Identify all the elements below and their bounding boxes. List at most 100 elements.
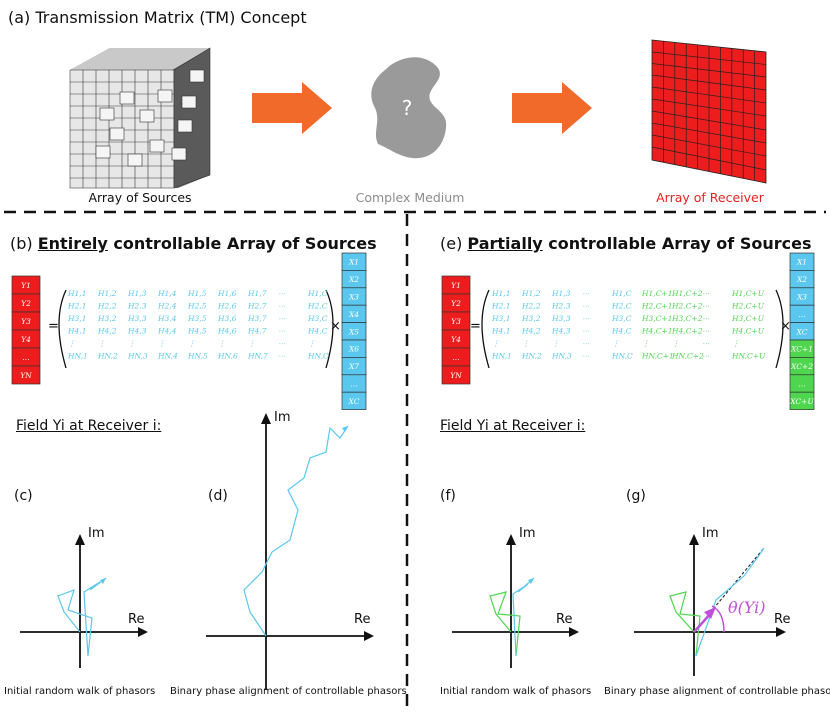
matrix-entry: ⋯ [582,314,590,323]
panel-b-title: (b) Entirely controllable Array of Sourc… [10,234,377,253]
matrix-entry: HN,C+U [731,352,766,361]
matrix-entry: ⋮ [642,339,650,348]
matrix-entry: ⋯ [702,352,710,361]
panel-g-caption: Binary phase alignment of controllable p… [604,686,830,697]
matrix-entry: HN,2 [97,352,118,361]
panel-b-emph: Entirely [37,234,108,253]
sources-caption: Array of Sources [88,190,192,205]
vector-cell-label: XC+1 [790,345,813,354]
matrix-entry: HN,3 [127,352,148,361]
receiver-caption: Array of Receiver [656,190,764,205]
panel-c-im: Im [88,526,105,541]
matrix-entry: HN,4 [157,352,178,361]
matrix-entry: H1,C [307,289,328,298]
matrix-entry: ⋮ [248,339,256,348]
matrix-entry: H3,1 [67,314,86,323]
matrix-entry: ⋮ [612,339,620,348]
matrix-entry: H2,2 [521,302,541,311]
matrix-entry: H4,C [611,327,632,336]
vector-cell-label: X2 [796,275,807,284]
matrix-entry: ⋮ [732,339,740,348]
matrix-entry: H4,3 [127,327,147,336]
panel-d-caption: Binary phase alignment of controllable p… [170,686,407,697]
matrix-entry: H4,C+1 [641,327,673,336]
matrix-entry: H2,C+U [731,302,765,311]
vector-cell-label: XC [796,327,808,336]
vector-cell-label: ... [798,310,805,319]
matrix-entry: H3,3 [127,314,147,323]
vector-cell-label: ... [22,353,29,362]
vector-cell [341,391,367,410]
field-label-left: Field Yi at Receiver i: [16,418,162,434]
arrow-2 [512,82,592,134]
matrix-entry: HN,1 [67,352,88,361]
matrix-entry: H4,C+U [731,327,765,336]
matrix-entry: H3,2 [97,314,117,323]
vector-cell-label: YN [20,371,32,380]
matrix-entry: H1,3 [127,289,147,298]
matrix-entry: H2,3 [127,302,147,311]
matrix-entry: H1,7 [247,289,267,298]
matrix-entry: ⋯ [702,314,710,323]
panel-d-plot [206,413,374,690]
matrix-entry: H4,7 [247,327,267,336]
panel-b-rest: controllable Array of Sources [107,234,377,253]
matrix-entry: ⋮ [98,339,106,348]
matrix-entry: ⋮ [188,339,196,348]
vector-cell [441,365,471,385]
vector-cell-label: X7 [348,362,359,371]
matrix-entry: ⋯ [278,327,286,336]
matrix-entry: ⋮ [218,339,226,348]
matrix-entry: H2,6 [217,302,237,311]
matrix-entry: H4,1 [67,327,86,336]
panel-e-title: (e) Partially controllable Array of Sour… [440,234,811,253]
panel-g-label: (g) [626,488,646,504]
panel-d-label: (d) [208,488,228,504]
matrix-entry: H3,2 [521,314,541,323]
matrix-entry: H2,C+2 [671,302,703,311]
panel-b-prefix: (b) [10,234,38,253]
matrix-entry: H4,1 [491,327,510,336]
matrix-entry: H3,7 [247,314,267,323]
matrix-entry: H4,6 [217,327,237,336]
matrix-entry: H3,C+1 [641,314,673,323]
vector-cell-label: ... [350,380,357,389]
panel-c-caption: Initial random walk of phasors [4,686,156,697]
panel-c-plot [20,534,148,668]
matrix-entry: ⋯ [278,289,286,298]
matrix-entry: ⋮ [158,339,166,348]
matrix-entry: H4,C [307,327,328,336]
matrix-entry: H1,6 [217,289,237,298]
vector-cell [789,391,815,410]
field-label-right: Field Yi at Receiver i: [440,418,586,434]
vector-cell-label: Y1 [21,281,31,290]
matrix-entry: ⋮ [552,339,560,348]
vector-cell-label: XC+2 [790,362,813,371]
panel-g-re: Re [774,612,791,627]
matrix-entry: ⋮ [68,339,76,348]
matrix-entry: H1,4 [157,289,177,298]
matrix-entry: H1,C [611,289,632,298]
matrix-entry: H3,C+2 [671,314,703,323]
matrix-entry: H2,7 [247,302,267,311]
vector-cell-label: X1 [348,258,359,267]
matrix-entry: H3,6 [217,314,237,323]
matrix-entry: H2,C+1 [641,302,673,311]
matrix-entry: H1,1 [67,289,86,298]
matrix-entry: H2,2 [97,302,117,311]
matrix-entry: H2,4 [157,302,177,311]
matrix-entry: ⋮ [522,339,530,348]
panel-f-plot [452,534,579,668]
matrix-entry: H1,5 [187,289,207,298]
matrix-entry: ⋯ [582,352,590,361]
matrix-entry: ⋮ [128,339,136,348]
vector-cell-label: Y3 [451,317,461,326]
panel-c-re: Re [128,612,145,627]
panel-e-emph: Partially [467,234,543,253]
matrix-entry: H2,1 [491,302,510,311]
matrix-entry: HN,7 [247,352,268,361]
